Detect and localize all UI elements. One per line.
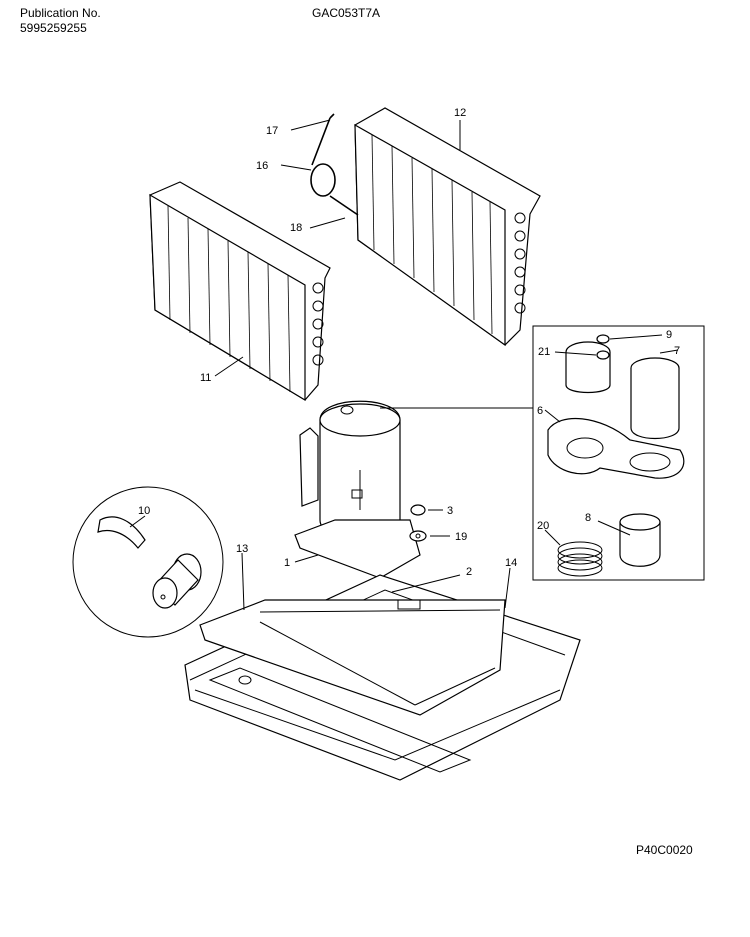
callout-9: 9: [666, 329, 672, 341]
callout-labels: 17 16 18 12 11 1 2 3 19 6 7 9 21 8 20 10…: [138, 107, 680, 578]
leader-lines: [129, 119, 679, 611]
detail-box-electrical: [532, 325, 705, 581]
diagram-code: P40C0020: [636, 843, 693, 857]
publication-label: Publication No.: [20, 6, 101, 20]
callout-12: 12: [454, 107, 466, 119]
detail-circle-10: [72, 486, 224, 638]
model-number: GAC053T7A: [312, 6, 381, 20]
publication-number: 5995259255: [20, 21, 87, 35]
callout-3: 3: [447, 505, 453, 517]
callout-1: 1: [284, 557, 290, 569]
callout-14: 14: [505, 557, 517, 569]
callout-2: 2: [466, 566, 472, 578]
callout-7: 7: [674, 345, 680, 357]
callout-10: 10: [138, 505, 150, 517]
callout-19: 19: [455, 531, 467, 543]
compressor: [294, 400, 421, 579]
callout-21: 21: [538, 346, 550, 358]
callout-6: 6: [537, 405, 543, 417]
drain-tray-14: [199, 599, 506, 716]
callout-18: 18: [290, 222, 302, 234]
callout-16: 16: [256, 160, 268, 172]
callout-13: 13: [236, 543, 248, 555]
condenser-coil-12: [354, 107, 541, 347]
callout-20: 20: [537, 520, 549, 532]
callout-11: 11: [200, 372, 211, 384]
capillary-tube: [310, 113, 359, 216]
evaporator-coil-11: [149, 181, 331, 402]
callout-17: 17: [266, 125, 278, 137]
callout-8: 8: [585, 512, 591, 524]
